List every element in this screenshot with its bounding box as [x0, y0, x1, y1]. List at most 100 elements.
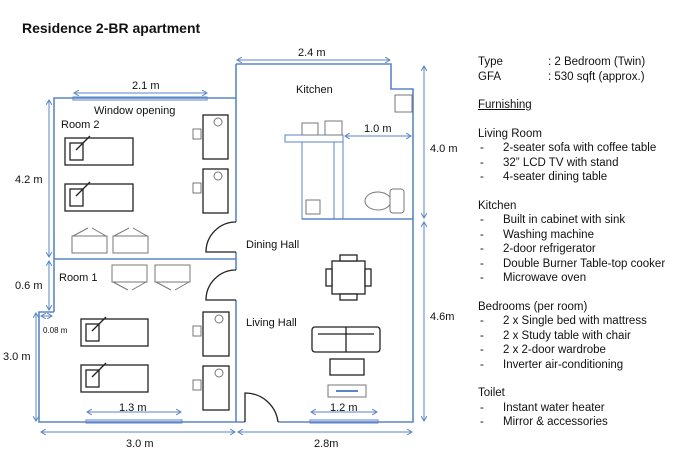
desk-icon — [192, 311, 230, 357]
type-row: Type: 2 Bedroom (Twin) — [478, 55, 698, 70]
list-item-text: 2 x Single bed with mattress — [503, 315, 647, 327]
list-item-text: Inverter air-conditioning — [503, 358, 624, 371]
list-item-text: 2-door refrigerator — [503, 243, 596, 255]
bed-icon — [64, 181, 134, 212]
floor-plan: Kitchen Window opening Room 2 Dining Hal… — [3, 47, 458, 450]
study-tables — [192, 114, 230, 411]
gfa-value: : 530 sqft (approx.) — [548, 70, 645, 83]
refrigerator-icon — [324, 120, 343, 136]
list-item: -Instant water heater — [478, 401, 698, 416]
type-label: Type — [478, 56, 503, 68]
cooker-icon — [305, 199, 321, 215]
list-item-text: Washing machine — [503, 228, 594, 241]
list-item: - Washing machine — [478, 228, 698, 243]
label-window-opening: Window opening — [94, 105, 175, 117]
gfa-label: GFA — [478, 70, 502, 83]
list-item: - 2-door refrigerator — [478, 242, 698, 257]
coffee-table-icon — [329, 358, 365, 376]
section-title: Living Room — [478, 127, 542, 140]
bed-icon — [80, 362, 149, 393]
walls — [38, 63, 414, 423]
section-title: Toilet — [478, 387, 505, 399]
dimension-lines — [36, 60, 424, 432]
dim-4-2: 4.2 m — [15, 174, 43, 186]
bullet: - — [480, 142, 484, 154]
dim-3-0-bottom: 3.0 m — [126, 438, 154, 450]
list-item: - Mirror & accessories — [478, 415, 698, 430]
bullet: - — [480, 156, 484, 169]
bullet: - — [480, 358, 484, 371]
list-item-text: 2 x 2-door wardrobe — [503, 344, 606, 356]
list-item-text: 2-seater sofa with coffee table — [503, 142, 657, 154]
dim-0-6: 0.6 m — [15, 280, 43, 292]
wardrobe-icon — [154, 264, 191, 291]
dim-4-0: 4.0 m — [430, 143, 458, 155]
furnishing-section: Toilet -Instant water heater- Mirror & acc… — [478, 386, 698, 430]
label-dining-hall: Dining Hall — [246, 239, 299, 251]
list-item: - 4-seater dining table — [478, 170, 698, 185]
dim-4-6: 4.6m — [430, 311, 454, 323]
window-living — [309, 419, 379, 424]
list-item: -2 x Study table with chair — [478, 329, 698, 344]
toilet-icon — [364, 188, 405, 214]
bullet: - — [480, 257, 484, 270]
list-item-text: 4-seater dining table — [503, 171, 608, 183]
list-item-text: Double Burner Table-top cooker — [503, 257, 666, 270]
list-item-text: 32” LCD TV with stand — [503, 156, 619, 169]
desk-icon — [192, 365, 230, 411]
list-item: - 2-seater sofa with coffee table — [478, 141, 698, 156]
label-kitchen: Kitchen — [296, 84, 333, 96]
label-room2: Room 2 — [61, 119, 100, 131]
list-item-text: Mirror & accessories — [503, 416, 608, 428]
washing-machine-icon — [394, 94, 413, 113]
list-item: - 2 x 2-door wardrobe — [478, 343, 698, 358]
bullet: - — [480, 416, 484, 428]
bed-icon — [64, 135, 134, 166]
doors — [205, 221, 279, 423]
list-item-text: 2 x Study table with chair — [503, 329, 631, 342]
dim-2-8: 2.8m — [314, 438, 338, 450]
list-item: - Double Burner Table-top cooker — [478, 257, 698, 272]
dining-table-icon — [325, 254, 372, 301]
dim-2-4: 2.4 m — [298, 47, 326, 59]
furnishing-section: Living Room - 2-seater sofa with coffee ta… — [478, 127, 698, 185]
desk-icon — [192, 114, 229, 160]
furnishing-heading: Furnishing — [478, 99, 532, 111]
list-item: - Microwave oven — [478, 271, 698, 286]
list-item-text: Microwave oven — [503, 272, 587, 284]
list-item: - 32” LCD TV with stand — [478, 156, 698, 171]
label-room1: Room 1 — [59, 272, 98, 284]
list-item: -Built in cabinet with sink — [478, 213, 698, 228]
dim-1-3: 1.3 m — [119, 402, 147, 414]
furnishing-section: Bedrooms (per room) - 2 x Single bed with … — [478, 300, 698, 373]
bullet: - — [480, 315, 484, 327]
window-room1 — [85, 419, 183, 424]
living-dining-furniture — [311, 254, 381, 398]
list-item-text: Built in cabinet with sink — [503, 214, 626, 226]
bullet: - — [480, 228, 484, 241]
dim-3-0-left: 3.0 m — [3, 351, 31, 363]
dim-1-0: 1.0 m — [364, 123, 392, 135]
bullet: - — [480, 171, 484, 183]
bullet: - — [480, 272, 484, 284]
bullet: - — [480, 344, 484, 356]
beds — [64, 135, 149, 393]
wardrobe-icon — [111, 264, 148, 291]
wardrobe-icon — [112, 227, 149, 254]
list-item: - Inverter air-conditioning — [478, 358, 698, 373]
sofa-icon — [311, 326, 381, 353]
page-title: Residence 2-BR apartment — [22, 20, 201, 36]
dim-1-2: 1.2 m — [330, 402, 358, 414]
section-title: Kitchen — [478, 199, 517, 212]
wardrobes — [71, 227, 191, 291]
label-living-hall: Living Hall — [246, 317, 297, 329]
bullet: - — [480, 243, 484, 255]
furnishing-section: Kitchen-Built in cabinet with sink-Washi… — [478, 199, 698, 286]
tv-stand-icon — [327, 384, 367, 398]
apartment-info: Type: 2 Bedroom (Twin) GFA : 530 sqft (ap… — [478, 55, 698, 430]
dim-2-1: 2.1 m — [132, 80, 160, 92]
window-room2 — [72, 96, 208, 101]
section-title: Bedrooms (per room) — [478, 300, 588, 313]
list-item: - 2 x Single bed with mattress — [478, 314, 698, 329]
